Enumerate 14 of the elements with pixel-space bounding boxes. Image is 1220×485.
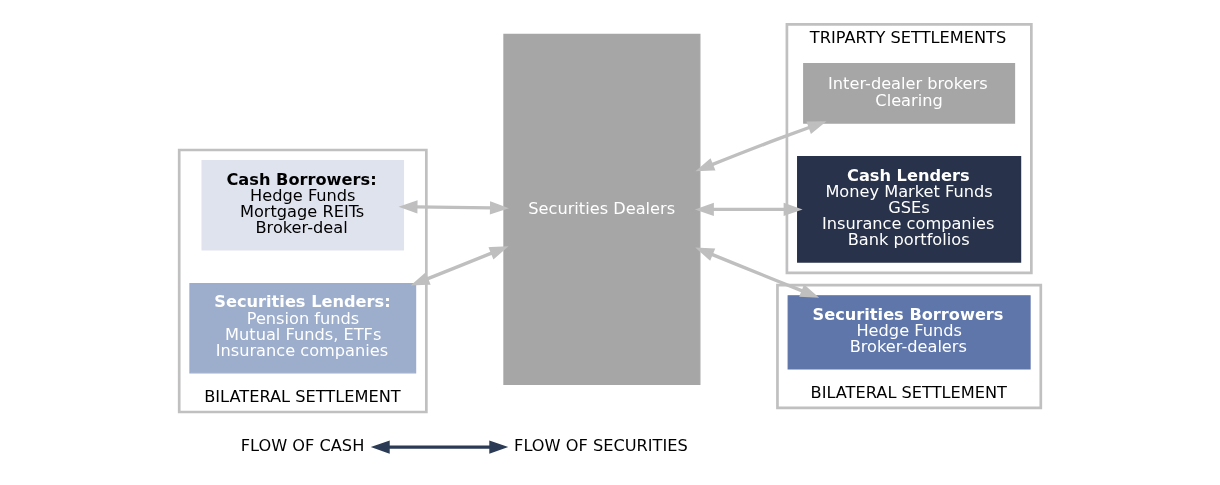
arrow: [370, 440, 509, 454]
node-box: Securities Dealers: [503, 33, 701, 385]
arrow: [695, 247, 820, 298]
arrow: [695, 121, 827, 172]
node-text: FLOW OF CASH: [240, 436, 365, 456]
arrow: [410, 246, 509, 286]
node-box: Cash Lenders Money Market Funds GSEs Insurance companies Bank portfolios: [797, 156, 1022, 263]
node-box: Securities Borrowers Hedge Funds Broker-dealers: [787, 295, 1031, 370]
arrow: [694, 202, 803, 217]
node-box: Securities Lenders: Pension funds Mutual Funds, ETFs Insurance companies: [189, 283, 417, 374]
arrow: [398, 200, 509, 215]
node-box: Inter-dealer brokers Clearing: [803, 62, 1016, 124]
node-box: Cash Borrowers: Hedge Funds Mortgage REITs Broker-deal: [201, 160, 405, 251]
node-text: FLOW OF SECURITIES: [514, 436, 688, 456]
